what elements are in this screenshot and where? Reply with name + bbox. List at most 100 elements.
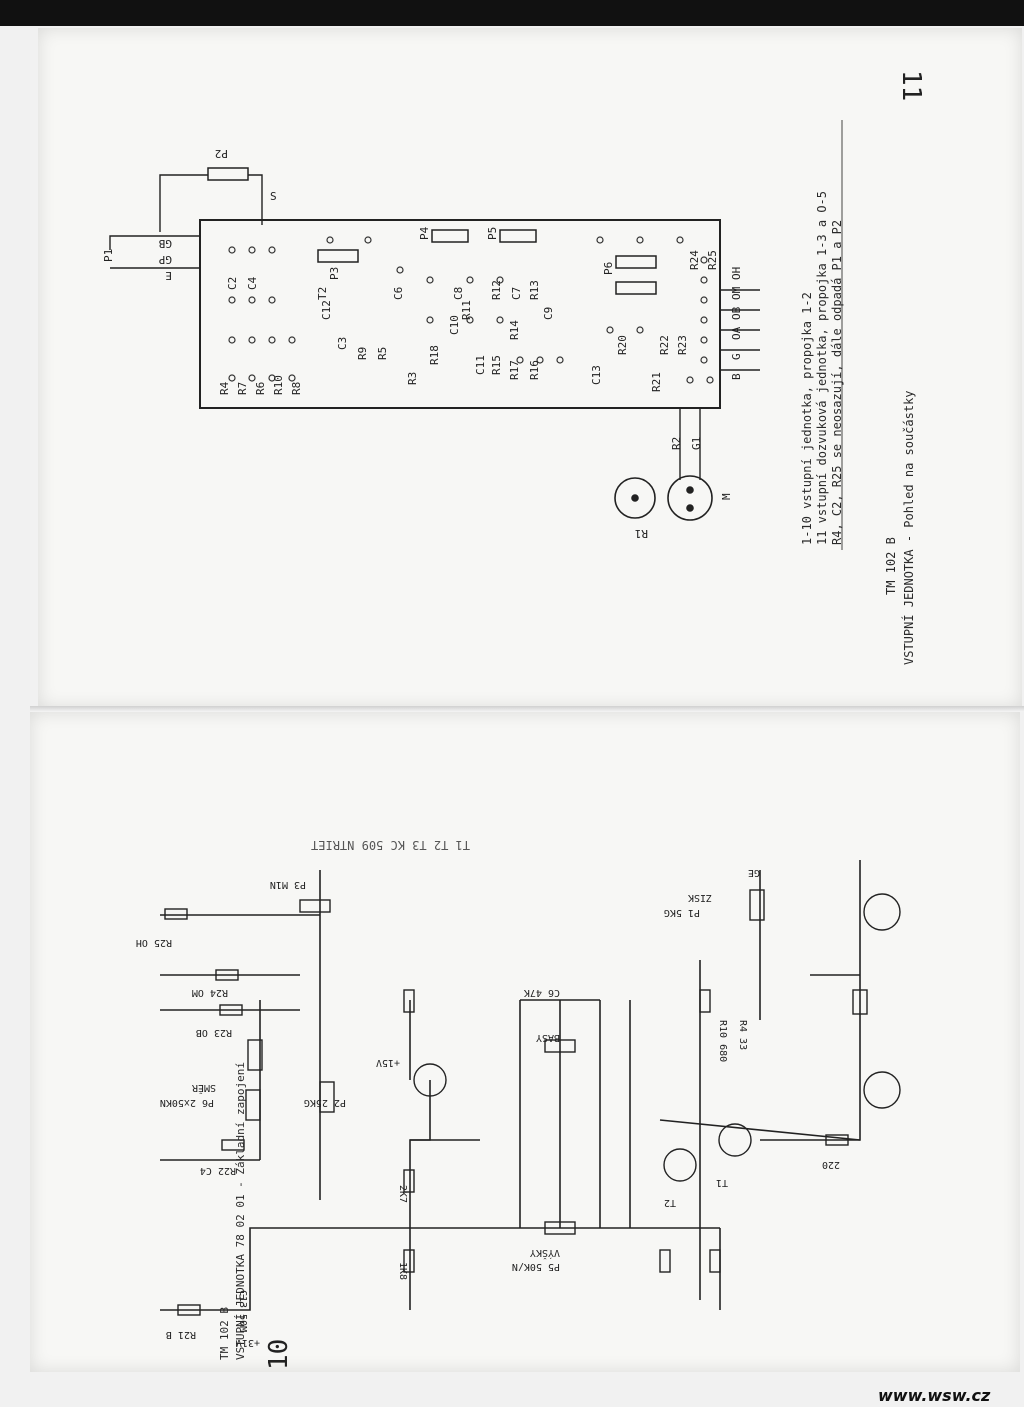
resistor-r25 xyxy=(164,908,188,920)
pot-p5 xyxy=(544,1221,576,1235)
sch-p5: P5 50K/N xyxy=(512,1261,560,1272)
sch-r24: R24 OM xyxy=(192,987,228,998)
sch-220: 220 xyxy=(822,1159,840,1170)
label-c11: C11 xyxy=(474,355,487,375)
label-c12: C12 xyxy=(320,300,333,320)
label-c2: C2 xyxy=(226,277,239,290)
label-r18: R18 xyxy=(428,345,441,365)
sch-r12: 2K7 xyxy=(397,1185,408,1203)
transistor-t1 xyxy=(718,1123,752,1157)
resistor-r23 xyxy=(219,1004,243,1016)
sch-p6: P6 2x50KN xyxy=(160,1097,214,1108)
label-r10: R10 xyxy=(272,375,285,395)
label-r23: R23 xyxy=(676,335,689,355)
label-r1: R1 xyxy=(635,527,648,540)
sch-vysky: VÝŠKY xyxy=(530,1247,560,1260)
label-r12: R12 xyxy=(490,280,503,300)
sch-r21: R21 B xyxy=(166,1329,196,1340)
resistor-r12 xyxy=(403,1169,415,1193)
label-r9: R9 xyxy=(356,347,369,360)
label-gp: GP xyxy=(158,253,172,266)
label-r6: R6 xyxy=(254,382,267,395)
resistor-r22 xyxy=(221,1139,245,1151)
sch-c6: C6 47K xyxy=(524,987,560,998)
sch-r25: R25 OH xyxy=(136,937,172,948)
pot-p2 xyxy=(319,1081,335,1113)
din-jack-upper xyxy=(863,893,901,931)
page-number-top: 11 xyxy=(896,70,926,102)
label-c8: C8 xyxy=(452,287,465,300)
caption-title-bottom: VSTUPNÍ JEDNOTKA 78 02 01 - Základní zap… xyxy=(234,1061,247,1360)
scan-edge xyxy=(0,0,1024,26)
label-r8: R8 xyxy=(290,382,303,395)
resistor-r6 xyxy=(659,1249,671,1273)
label-r24: R24 xyxy=(688,250,701,270)
pad-grid xyxy=(228,236,714,384)
label-c6: C6 xyxy=(392,287,405,300)
resistor-r1 xyxy=(825,1134,849,1146)
board-labels: R4 R7 R6 R10 R8 C2 C4 T2 C3 R9 R5 C12 C6… xyxy=(102,147,743,540)
label-r7: R7 xyxy=(236,382,249,395)
sch-r23: R23 OB xyxy=(196,1027,232,1038)
label-r5: R5 xyxy=(376,347,389,360)
caption-title-top: VSTUPNÍ JEDNOTKA - Pohled na součástky xyxy=(902,390,916,665)
page-fold xyxy=(30,706,1024,712)
transistor-t3 xyxy=(413,1063,447,1097)
note-line-3: R4, C2, R25 se neosazují, dále odpadá P1… xyxy=(830,219,844,545)
page-10 xyxy=(30,712,1020,1372)
transistor-note: T1 T2 T3 KC 509 NTRIET xyxy=(311,838,470,852)
sch-p1: P1 5KG xyxy=(664,907,700,918)
pot-p3 xyxy=(299,899,331,913)
pots xyxy=(207,167,657,295)
note-line-2: 11 vstupní dozvuková jednotka, propojka … xyxy=(815,190,829,545)
label-p6: P6 xyxy=(602,262,615,275)
label-r20: R20 xyxy=(616,335,629,355)
sch-basy: BASY xyxy=(536,1032,560,1043)
resistor-top xyxy=(403,989,415,1013)
schematic-labels: R25 OH R24 OM R23 OB R22 C4 R21 B C13 50… xyxy=(136,867,840,1348)
pot-p6b xyxy=(247,1039,263,1071)
label-c10: C10 xyxy=(448,315,461,335)
sch-smer: SMĚR xyxy=(191,1082,216,1095)
pot-p6 xyxy=(245,1089,261,1121)
schematic-components xyxy=(164,889,901,1316)
sch-p3: P3 M1N xyxy=(270,879,306,890)
label-r3: R3 xyxy=(406,372,419,385)
label-p1: P1 xyxy=(102,249,115,262)
sch-r19: 1K8 xyxy=(397,1262,408,1280)
label-c4: C4 xyxy=(246,276,259,290)
label-r14: R14 xyxy=(508,320,521,340)
watermark[interactable]: www.wsw.cz xyxy=(878,1386,991,1405)
label-g: G xyxy=(730,353,743,360)
sch-p2: P2 25KG xyxy=(304,1097,346,1108)
transistor-t2 xyxy=(663,1148,697,1182)
page-number-bottom: 10 xyxy=(264,1338,294,1370)
wiring xyxy=(109,174,760,480)
note-line-1: 1-10 vstupní jednotka, propojka 1-2 xyxy=(800,292,814,545)
resistor-m22k xyxy=(709,1249,721,1273)
label-r15: R15 xyxy=(490,355,503,375)
sch-r22: R22 C4 xyxy=(200,1165,236,1176)
resistor-r24 xyxy=(215,969,239,981)
pot-p4 xyxy=(544,1039,576,1053)
din-jack-lower xyxy=(863,1071,901,1109)
label-r16: R16 xyxy=(528,360,541,380)
label-r11: R11 xyxy=(460,300,473,320)
label-p4: P4 xyxy=(418,226,431,240)
sch-c13: C13 50M xyxy=(237,1290,248,1332)
label-g1: G1 xyxy=(690,437,703,450)
sch-ge: GE xyxy=(748,867,760,878)
label-p2: P2 xyxy=(215,147,228,160)
label-r21: R21 xyxy=(650,372,663,392)
label-m: M xyxy=(720,493,733,500)
label-r4: R4 xyxy=(218,381,231,395)
sch-31v: +31V xyxy=(236,1337,260,1348)
label-c13: C13 xyxy=(590,365,603,385)
sch-t1: T1 xyxy=(716,1177,728,1188)
label-p5: P5 xyxy=(486,227,499,240)
sch-15v: +15V xyxy=(376,1057,400,1068)
label-r17: R17 xyxy=(508,360,521,380)
label-r2: R2 xyxy=(670,437,683,450)
resistor-r10 xyxy=(699,989,711,1013)
